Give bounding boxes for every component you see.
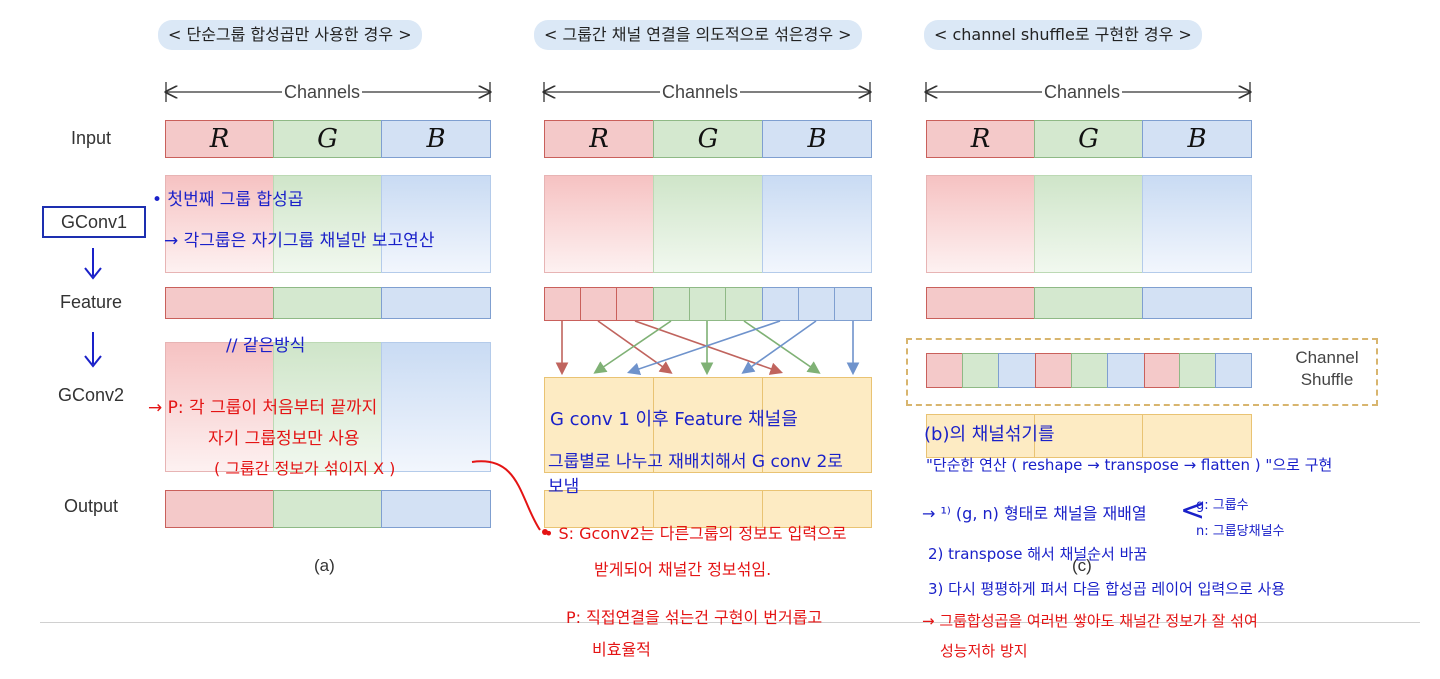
- output-3-b: [762, 490, 872, 528]
- gconv2-2-c: [1034, 414, 1143, 458]
- page-divider: [40, 622, 1420, 623]
- gconv1-b-b: [762, 175, 872, 273]
- feature-r3-b: [616, 287, 654, 321]
- feature-r-c: [926, 287, 1035, 319]
- feature-r-a: [165, 287, 274, 319]
- note-b-s-1: • S: Gconv2는 다른그룹의 정보도 입력으로: [544, 524, 847, 543]
- note-c-5: 3) 다시 평평하게 펴서 다음 합성곱 레이어 입력으로 사용: [928, 580, 1286, 598]
- output-b-a: [381, 490, 491, 528]
- channel-shuffle-box: [906, 338, 1378, 406]
- note-b-2: 그룹별로 나누고 재배치해서 G conv 2로: [548, 452, 843, 472]
- output-g-a: [273, 490, 382, 528]
- row-label-gconv2: GConv2: [57, 385, 125, 405]
- channel-shuffle-label-line2: Shuffle: [1300, 370, 1354, 389]
- row-label-output: Output: [63, 496, 119, 516]
- caption-c: (c): [1072, 556, 1092, 575]
- gconv2-1-c: [926, 414, 1035, 458]
- shuffle-connections-b: [555, 320, 860, 376]
- red-connector-arrow: [471, 460, 548, 535]
- gconv2-3-c: [1142, 414, 1252, 458]
- output-2-b: [653, 490, 763, 528]
- shuffle-cell-8: [1179, 353, 1216, 388]
- feature-r2-b: [580, 287, 617, 321]
- note-c-2: "단순한 연산 ( reshape → transpose → flatten …: [926, 456, 1333, 474]
- shuffle-cell-9: [1215, 353, 1252, 388]
- feature-g-a: [273, 287, 382, 319]
- note-b-3: 보냄: [548, 477, 580, 497]
- header-a: < 단순그룹 합성곱만 사용한 경우 >: [158, 20, 422, 50]
- down-arrow-icon: [84, 332, 102, 368]
- shuffle-cell-5: [1071, 353, 1108, 388]
- note-a-gconv1-1: • 첫번째 그룹 합성곱: [152, 190, 304, 210]
- note-a-p-2: 자기 그룹정보만 사용: [208, 429, 360, 449]
- input-r-c: R: [926, 120, 1035, 158]
- note-c-g: g: 그룹수: [1196, 498, 1249, 513]
- shuffle-cell-4: [1035, 353, 1072, 388]
- gconv1-b-c: [1142, 175, 1252, 273]
- note-b-p-1: P: 직접연결을 섞는건 구현이 번거롭고: [566, 608, 823, 627]
- input-r-a: R: [165, 120, 274, 158]
- shuffle-cell-3: [998, 353, 1036, 388]
- shuffle-cell-6: [1107, 353, 1145, 388]
- gconv2-3-b: [762, 377, 872, 473]
- feature-g2-b: [689, 287, 726, 321]
- row-label-feature: Feature: [59, 292, 123, 312]
- row-label-input: Input: [70, 128, 112, 148]
- note-c-brace-icon: <: [1180, 493, 1206, 528]
- note-b-p-2: 비효율적: [592, 640, 651, 659]
- note-b-1: G conv 1 이후 Feature 채널을: [550, 409, 798, 430]
- note-c-1: (b)의 채널섞기를: [924, 424, 1055, 445]
- input-r-b: R: [544, 120, 654, 158]
- gconv2-b-a: [381, 342, 491, 472]
- gconv1-g-c: [1034, 175, 1143, 273]
- shuffle-cell-1: [926, 353, 963, 388]
- gconv1-g-b: [653, 175, 763, 273]
- shuffle-cell-2: [962, 353, 999, 388]
- caption-a: (a): [314, 556, 335, 575]
- note-c-n: n: 그룹당채널수: [1196, 524, 1285, 539]
- gconv1-g-a: [273, 175, 382, 273]
- input-b-b: B: [762, 120, 872, 158]
- note-c-4: 2) transpose 해서 채널순서 바꿈: [928, 545, 1148, 563]
- row-label-gconv1: GConv1: [42, 206, 146, 238]
- channels-label-b: Channels: [660, 82, 741, 103]
- feature-b1-b: [762, 287, 799, 321]
- header-b: < 그룹간 채널 연결을 의도적으로 섞은경우 >: [534, 20, 862, 50]
- channel-shuffle-label: Channel Shuffle: [1272, 347, 1382, 391]
- gconv2-1-b: [544, 377, 654, 473]
- channel-shuffle-label-line1: Channel: [1295, 348, 1359, 367]
- shuffle-cell-7: [1144, 353, 1180, 388]
- gconv1-r-c: [926, 175, 1035, 273]
- feature-b-c: [1142, 287, 1252, 319]
- channels-label-a: Channels: [282, 82, 363, 103]
- feature-b3-b: [834, 287, 872, 321]
- note-c-3: → ¹⁾ (g, n) 형태로 채널을 재배열: [922, 504, 1147, 523]
- note-c-7: 성능저하 방지: [940, 642, 1028, 660]
- input-g-a: G: [273, 120, 382, 158]
- note-a-gconv1-2: → 각그룹은 자기그룹 채널만 보고연산: [164, 231, 435, 251]
- channels-label-c: Channels: [1042, 82, 1123, 103]
- note-a-p-3: ( 그룹간 정보가 섞이지 X ): [214, 459, 396, 478]
- input-g-c: G: [1034, 120, 1143, 158]
- input-b-a: B: [381, 120, 491, 158]
- gconv1-r-b: [544, 175, 654, 273]
- note-b-s-2: 받게되어 채널간 정보섞임.: [594, 560, 772, 579]
- left-flow-arrows: [84, 248, 102, 368]
- input-b-c: B: [1142, 120, 1252, 158]
- note-c-6: → 그룹합성곱을 여러번 쌓아도 채널간 정보가 잘 섞여: [922, 612, 1258, 630]
- header-c: < channel shuffle로 구현한 경우 >: [924, 20, 1202, 50]
- down-arrow-icon: [84, 248, 102, 280]
- note-a-same: // 같은방식: [226, 336, 306, 356]
- feature-b2-b: [798, 287, 835, 321]
- output-r-a: [165, 490, 274, 528]
- feature-b-a: [381, 287, 491, 319]
- gconv1-r-a: [165, 175, 274, 273]
- input-g-b: G: [653, 120, 763, 158]
- note-a-p-1: → P: 각 그룹이 처음부터 끝까지: [148, 398, 378, 418]
- gconv1-b-a: [381, 175, 491, 273]
- feature-g-c: [1034, 287, 1143, 319]
- gconv2-r-a: [165, 342, 274, 472]
